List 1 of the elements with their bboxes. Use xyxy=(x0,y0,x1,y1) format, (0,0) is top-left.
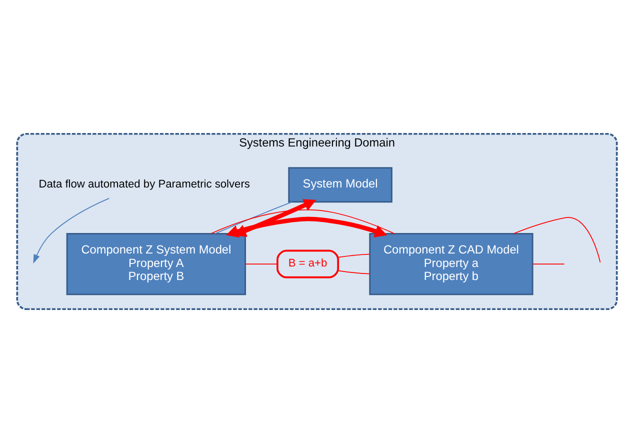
node-text: Data flow automated by Parametric solvers xyxy=(38,178,250,190)
